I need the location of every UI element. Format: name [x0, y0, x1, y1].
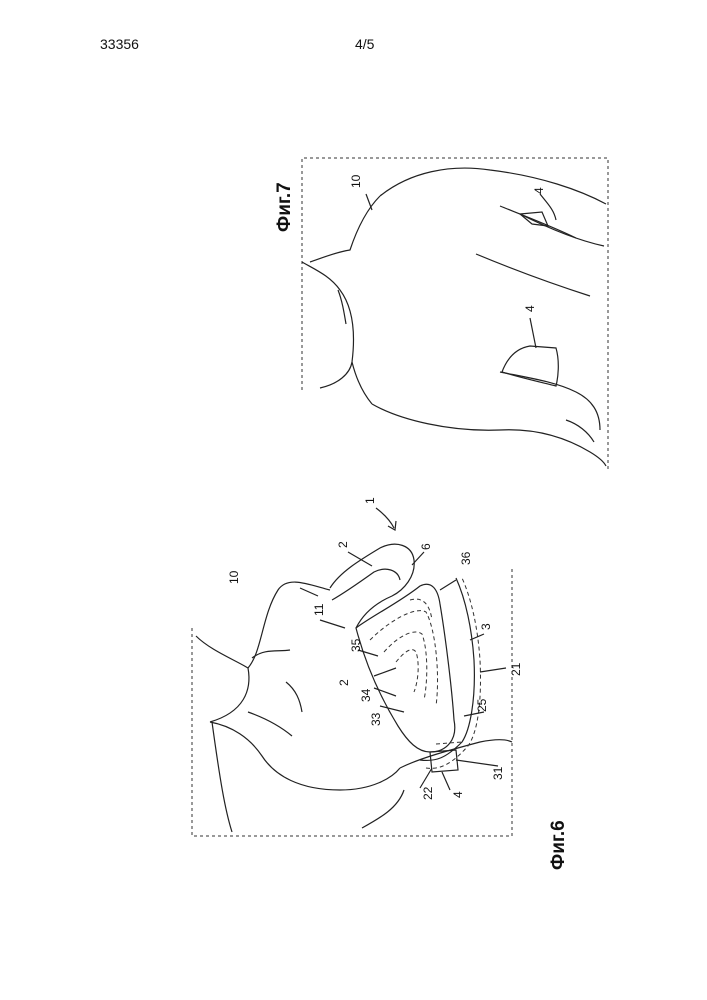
figure-6: 1 2 6 10 11 36 35 2 34 33 3 21 25 31 4 2… [192, 497, 569, 870]
label-4: 4 [451, 791, 465, 798]
fig7-back-outline [380, 168, 606, 204]
fig7-crease-1 [476, 254, 590, 296]
label-1: 1 [363, 497, 377, 504]
fig7-arm-lower [566, 420, 594, 442]
fig6-neck-outline [248, 582, 330, 668]
label-35: 35 [349, 638, 363, 652]
fig6-arm-lower [362, 790, 404, 828]
label-2-mid: 2 [337, 679, 351, 686]
fig7-labels: 10 4 4 [349, 174, 546, 312]
fig6-caption: Фиг.6 [548, 820, 569, 870]
fig7-head-outline [302, 262, 354, 388]
fig6-strap-top [330, 544, 414, 628]
fig6-quilting-middle [384, 632, 427, 700]
label-11: 11 [312, 603, 326, 616]
fig6-head-outline [196, 636, 249, 722]
fig6-neck-fold [252, 650, 290, 658]
figure-7: 10 4 4 Фиг.7 [274, 158, 608, 470]
label-25: 25 [475, 698, 489, 712]
fig7-label-4-upper: 4 [532, 187, 546, 194]
fig7-left-contour [352, 362, 372, 404]
label-31: 31 [491, 766, 505, 780]
fig6-edge-dashed [426, 578, 481, 768]
label-21: 21 [509, 662, 523, 676]
fig7-arm [500, 372, 600, 430]
fig6-arrow-1 [376, 508, 394, 528]
label-2-top: 2 [336, 541, 350, 548]
label-6: 6 [419, 543, 433, 550]
label-22: 22 [421, 786, 435, 800]
fig7-bottom-contour [372, 404, 606, 466]
fig7-caption: Фиг.7 [274, 182, 295, 232]
fig6-body-outline [212, 722, 232, 832]
fig7-frame [302, 158, 608, 470]
fig6-back-outline [210, 722, 400, 790]
fig6-quilting-inner [396, 650, 418, 692]
label-34: 34 [359, 688, 373, 702]
fig7-label-10: 10 [349, 174, 363, 188]
label-36: 36 [459, 551, 473, 565]
label-33: 33 [369, 712, 383, 726]
fig6-quilting-outer [370, 611, 438, 706]
fig7-pad-lower [502, 346, 558, 386]
fig7-label-4-lower: 4 [523, 305, 537, 312]
label-10: 10 [227, 570, 241, 584]
fig7-ear [338, 290, 346, 324]
fig6-back-crease [286, 682, 302, 712]
fig7-neck [310, 196, 380, 262]
fig6-edge-strip [420, 578, 474, 760]
label-3: 3 [479, 623, 493, 630]
fig6-shoulder-line [248, 712, 292, 736]
